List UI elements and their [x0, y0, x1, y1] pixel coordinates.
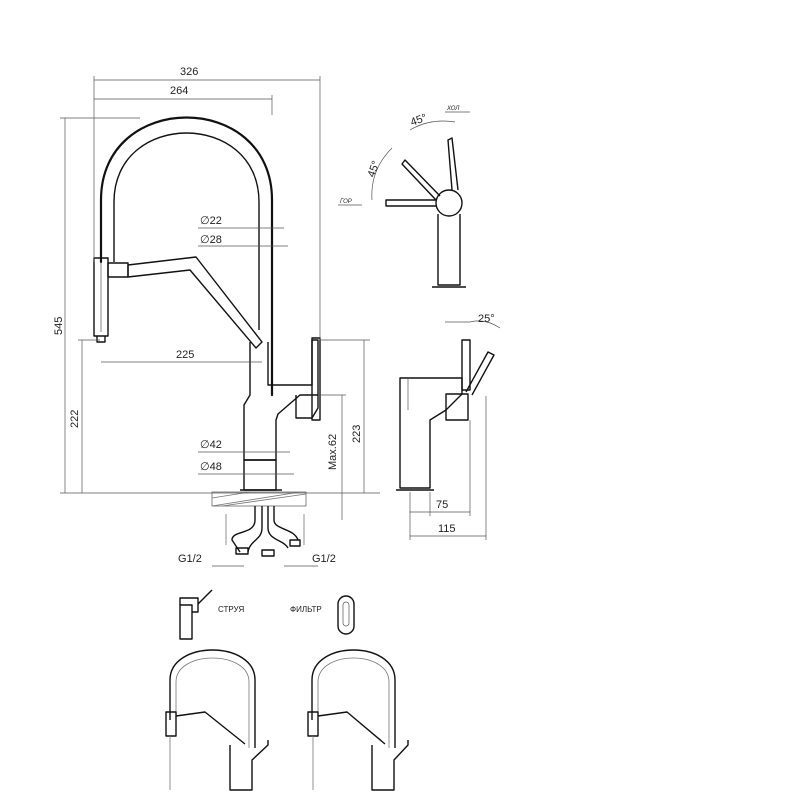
- dim-g12-left: G1/2: [178, 553, 202, 565]
- gooseneck-inner: [113, 132, 260, 330]
- angle-45-side: 45°: [366, 159, 383, 179]
- spray-mode-filter: ФИЛЬТР: [290, 595, 355, 635]
- dim-d48: ∅48: [200, 461, 222, 473]
- label-filter: ФИЛЬТР: [290, 605, 322, 614]
- angle-45-top: 45°: [409, 112, 429, 129]
- angle-arc-45-top: [409, 120, 456, 131]
- dim-225: 225: [176, 349, 194, 361]
- dim-g12-right: G1/2: [312, 553, 336, 565]
- dim-d42: ∅42: [200, 439, 222, 451]
- dim-d28: ∅28: [200, 234, 222, 246]
- variant-filter: [307, 649, 409, 791]
- variant-stream: [165, 649, 269, 791]
- lever-top: [311, 337, 321, 421]
- dim-d22: ∅22: [200, 215, 222, 227]
- lever-mid-position: [401, 159, 441, 201]
- dim-264: 264: [170, 85, 188, 97]
- head-connector: [107, 262, 129, 278]
- supply-hoses: [225, 506, 305, 557]
- label-stream: СТРУЯ: [218, 605, 244, 614]
- body-column: [243, 339, 319, 461]
- label-hot: ГОР: [340, 199, 352, 205]
- dim-115: 115: [438, 523, 456, 535]
- side-head: [445, 393, 469, 421]
- dim-326: 326: [180, 66, 198, 78]
- support-arm: [127, 256, 263, 349]
- dim-223: 223: [351, 425, 363, 443]
- label-cold: ХОЛ: [446, 106, 460, 112]
- lever-cold-position: [447, 137, 459, 191]
- dim-max62: Max.62: [327, 434, 339, 470]
- dimension-lines: [60, 76, 380, 567]
- spray-nozzle: [96, 336, 106, 343]
- side-view: 25° 75 115: [396, 313, 501, 540]
- spray-head: [93, 257, 109, 337]
- dimension-labels: 326 264 ∅22 ∅28 545 225 222 ∅42 ∅48 Max.…: [53, 66, 363, 565]
- lever-hot-position: [385, 199, 436, 207]
- base-ring: [243, 459, 277, 491]
- top-view-body: [437, 214, 461, 286]
- dim-222: 222: [69, 410, 81, 428]
- dim-75: 75: [436, 499, 448, 511]
- angle-arc-45-side: [371, 147, 393, 201]
- side-lever: [465, 351, 495, 396]
- countertop-section: [211, 491, 307, 507]
- angle-arc-25: [469, 320, 501, 329]
- lever: [295, 395, 319, 419]
- top-view-hub: [435, 189, 463, 217]
- top-view: 45° 45° ХОЛ ГОР: [338, 106, 470, 288]
- side-lever-plate: [461, 339, 471, 391]
- angle-25: 25°: [478, 313, 495, 325]
- spray-mode-stream: СТРУЯ: [179, 589, 244, 640]
- dim-545: 545: [53, 317, 65, 335]
- main-faucet-view: [93, 116, 321, 557]
- gooseneck-outer: [99, 116, 274, 397]
- side-body: [399, 377, 463, 489]
